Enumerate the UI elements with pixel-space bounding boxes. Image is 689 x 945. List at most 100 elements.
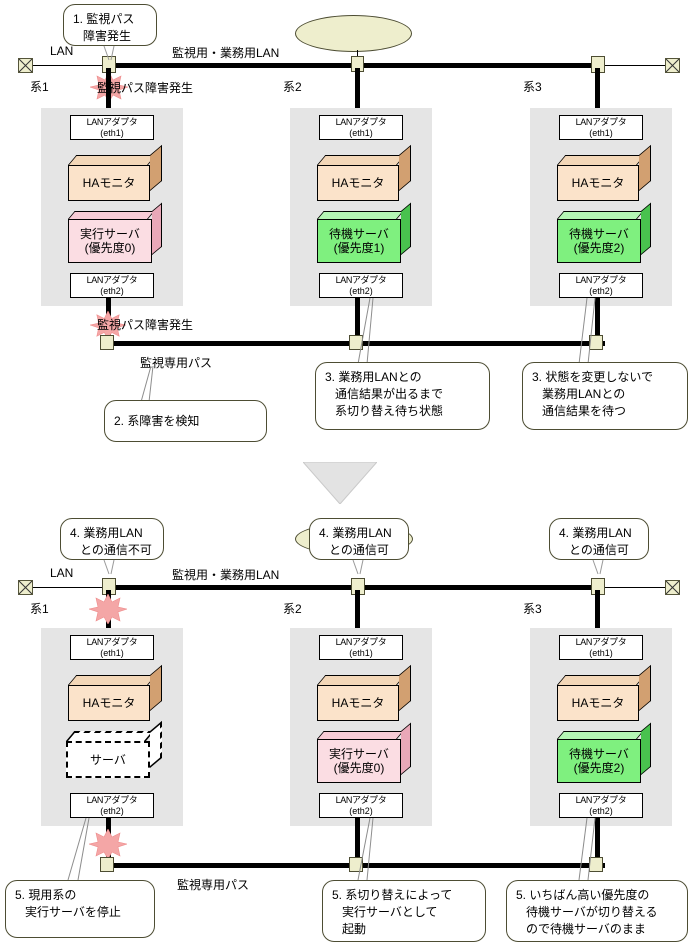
- ha-monitor-label: HAモニタ: [82, 696, 136, 710]
- box-front-face: HAモニタ: [557, 685, 639, 721]
- system1-adapter-eth2-bottom: LANアダプタ (eth2): [70, 793, 154, 818]
- box-top-face: [557, 675, 646, 685]
- system3-adapter-eth2-bottom: LANアダプタ (eth2): [559, 793, 643, 818]
- box-top-face: [317, 155, 406, 165]
- adapter-name: LANアダプタ: [335, 275, 387, 285]
- system2-server-top: 待機サーバ (優先度1): [317, 202, 411, 263]
- monitor-path-label-bottom: 監視専用パス: [177, 878, 250, 892]
- server-role-label: 待機サーバ: [569, 747, 629, 761]
- callout-step5-sys3: 5. いちばん高い優先度の 待機サーバが切り替える ので待機サーバのまま: [506, 880, 688, 942]
- server-role-label: 待機サーバ: [569, 227, 629, 241]
- callout-step4-sys2-leader: [349, 559, 369, 575]
- system3-adapter-eth1-top: LANアダプタ (eth1): [559, 115, 643, 140]
- system2-ha-monitor-bottom: HAモニタ: [317, 664, 411, 721]
- system1-adapter-eth1-top: LANアダプタ (eth1): [70, 115, 154, 140]
- system3-server-top: 待機サーバ (優先度2): [557, 202, 651, 263]
- system2-adapter-eth1-top: LANアダプタ (eth1): [319, 115, 403, 140]
- server-role-label: 待機サーバ: [329, 227, 389, 241]
- callout-step4-sys3-leader: [589, 559, 609, 575]
- callout-step5-sys2: 5. 系切り替えによって 実行サーバとして 起動: [322, 880, 486, 942]
- adapter-name: LANアダプタ: [335, 637, 387, 647]
- box-top-face: [557, 211, 644, 219]
- box-front-face: HAモニタ: [68, 685, 150, 721]
- system1-server-stopped-bottom: サーバ: [66, 720, 162, 778]
- ha-monitor-label: HAモニタ: [571, 176, 625, 190]
- ha-monitor-label: HAモニタ: [82, 176, 136, 190]
- shared-lan-label-top: 監視用・業務用LAN: [172, 46, 280, 60]
- callout-step4-sys2: 4. 業務用LAN との通信可: [309, 518, 409, 560]
- lan-terminator-right-top: [665, 58, 680, 73]
- sys3-downlink-top: [595, 298, 600, 344]
- sys2-downlink-top: [355, 298, 360, 344]
- system3-ha-monitor-top: HAモニタ: [557, 144, 651, 201]
- system1-ha-monitor-top: HAモニタ: [68, 144, 162, 201]
- failure-burst-lan-bottom: [89, 594, 127, 624]
- system2-adapter-eth2-top: LANアダプタ (eth2): [319, 273, 403, 298]
- box-top-face: [557, 731, 644, 739]
- system2-label-bottom: 系2: [283, 602, 302, 616]
- box-side-face: [150, 144, 162, 191]
- box-front-face: 待機サーバ (優先度1): [317, 219, 401, 263]
- system1-adapter-eth2-top: LANアダプタ (eth2): [70, 273, 154, 298]
- system3-adapter-eth2-top: LANアダプタ (eth2): [559, 273, 643, 298]
- box-front-face: 待機サーバ (優先度2): [557, 219, 641, 263]
- failure-burst-lan-top-label: 監視パス障害発生: [97, 81, 194, 95]
- server-priority-label: (優先度2): [573, 241, 625, 255]
- adapter-name: LANアダプタ: [335, 117, 387, 127]
- ha-monitor-label: HAモニタ: [331, 176, 385, 190]
- sys3-downlink-bottom: [595, 818, 600, 866]
- lan-terminator-left-bottom: [18, 580, 33, 595]
- lan-label-top: LAN: [50, 44, 74, 58]
- callout-step5-sys1-leader: [60, 817, 90, 881]
- box-side-face: [401, 722, 411, 775]
- box-top-face: [557, 155, 646, 165]
- adapter-name: LANアダプタ: [86, 117, 138, 127]
- box-front-face: HAモニタ: [317, 165, 399, 201]
- system1-ha-monitor-bottom: HAモニタ: [68, 664, 162, 721]
- box-front-face: サーバ: [66, 741, 150, 778]
- adapter-name: LANアダプタ: [575, 795, 627, 805]
- sys3-uplink-top: [595, 68, 600, 115]
- callout-step4-sys3: 4. 業務用LAN との通信可: [549, 518, 649, 560]
- callout-step3-sys2: 3. 業務用LANとの 通信結果が出るまで 系切り替え待ち状態: [315, 362, 490, 430]
- callout-step3-sys2-leader: [348, 297, 374, 365]
- callout-step5-sys1: 5. 現用系の 実行サーバを停止: [5, 880, 155, 938]
- adapter-iface: (eth2): [349, 286, 373, 296]
- box-front-face: 実行サーバ (優先度0): [317, 739, 401, 783]
- box-side-face: [152, 202, 162, 255]
- monitor-path-label-top: 監視専用パス: [140, 356, 213, 370]
- sys2-downlink-bottom: [355, 818, 360, 866]
- callout-step4-sys1-leader: [100, 559, 120, 575]
- monitor-tap-sys3-top: [589, 335, 603, 350]
- box-side-face: [399, 144, 411, 191]
- failure-burst-monitor-top: [90, 311, 126, 339]
- box-side-face: [641, 202, 651, 255]
- box-top-face: [68, 155, 157, 165]
- callout-step2-leader: [133, 365, 155, 403]
- sys3-uplink-bottom: [595, 590, 600, 636]
- monitor-tap-sys1-bottom: [100, 857, 114, 872]
- monitor-tap-sys2-top: [349, 335, 363, 350]
- callout-step3-sys3: 3. 状態を変更しないで 業務用LANとの 通信結果を待つ: [522, 362, 688, 430]
- lan-label-bottom: LAN: [50, 566, 74, 580]
- callout-step3-sys3-leader: [575, 297, 601, 365]
- lan-thin-segment-left-bottom: [33, 587, 105, 588]
- box-top-face: [317, 211, 404, 219]
- adapter-iface: (eth1): [589, 128, 613, 138]
- adapter-iface: (eth1): [100, 128, 124, 138]
- box-top-face: [317, 675, 406, 685]
- lan-terminator-right-bottom: [665, 580, 680, 595]
- adapter-iface: (eth2): [589, 286, 613, 296]
- adapter-name: LANアダプタ: [86, 275, 138, 285]
- box-side-face: [150, 720, 162, 768]
- system2-label-top: 系2: [283, 80, 302, 94]
- network-cloud-icon: [295, 15, 412, 52]
- system3-label-bottom: 系3: [523, 602, 542, 616]
- system1-adapter-eth1-bottom: LANアダプタ (eth1): [70, 635, 154, 660]
- box-front-face: 実行サーバ (優先度0): [68, 219, 152, 263]
- system3-server-bottom: 待機サーバ (優先度2): [557, 722, 651, 783]
- server-priority-label: (優先度0): [84, 241, 136, 255]
- adapter-iface: (eth1): [100, 648, 124, 658]
- lan-thin-segment-right-bottom: [605, 587, 665, 588]
- monitor-tap-sys1-top: [100, 335, 114, 350]
